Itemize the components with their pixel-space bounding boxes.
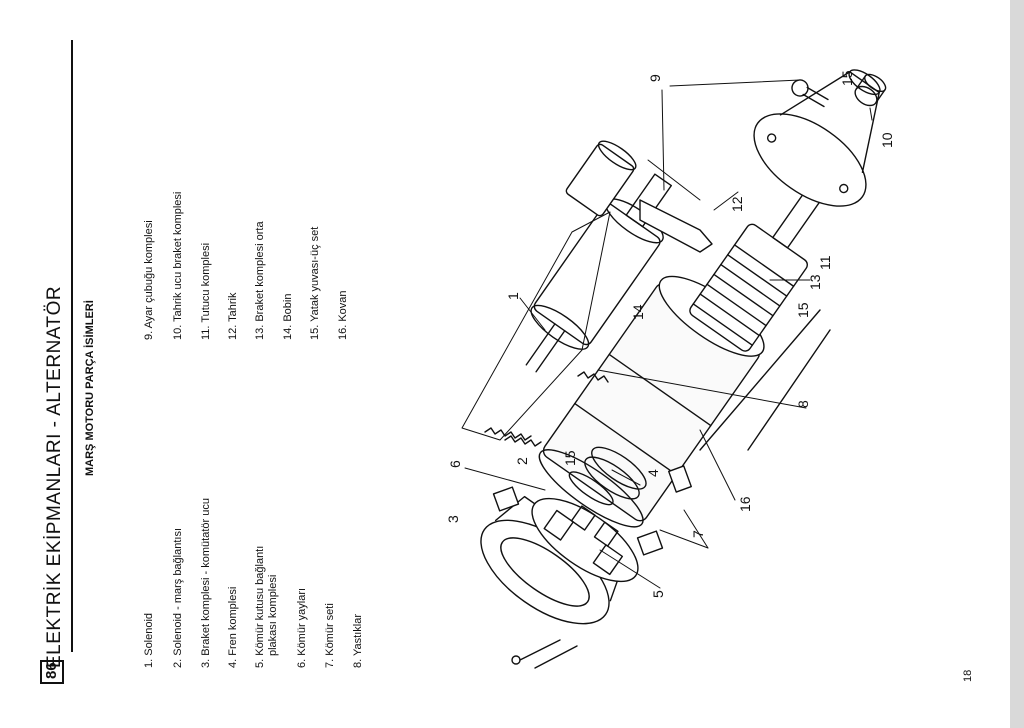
callout-label: 4 bbox=[645, 469, 661, 477]
screws bbox=[511, 639, 578, 669]
callout-label: 10 bbox=[879, 132, 895, 148]
footer-page-number: 18 bbox=[962, 669, 974, 682]
callout-labels: 1 2 3 4 5 6 7 8 9 10 11 12 13 14 15 15 1… bbox=[445, 70, 895, 598]
drive-lever bbox=[639, 199, 713, 253]
drive-end-bracket bbox=[753, 69, 881, 207]
page-edge bbox=[1010, 0, 1024, 728]
solenoid-parts-box bbox=[461, 211, 611, 441]
callout-label: 5 bbox=[650, 590, 666, 598]
callout-label: 3 bbox=[445, 515, 461, 523]
armature bbox=[689, 179, 829, 352]
brake-assembly bbox=[584, 446, 647, 500]
callout-label: 7 bbox=[690, 530, 706, 538]
callout-label: 15 bbox=[562, 450, 578, 466]
brushes bbox=[492, 465, 692, 556]
callout-label: 11 bbox=[817, 255, 833, 270]
callout-label: 14 bbox=[630, 304, 646, 320]
callout-label: 15 bbox=[839, 70, 855, 86]
callout-label: 9 bbox=[647, 74, 663, 82]
callout-label: 6 bbox=[447, 460, 463, 468]
solenoid-plunger bbox=[565, 140, 637, 217]
callout-label: 12 bbox=[729, 196, 745, 212]
callout-label: 2 bbox=[514, 457, 530, 465]
through-bolts bbox=[699, 309, 831, 451]
springs bbox=[484, 371, 609, 447]
title-rule bbox=[71, 40, 73, 652]
adjuster-bolt bbox=[791, 79, 829, 108]
callout-label: 1 bbox=[505, 292, 521, 300]
brush-plate bbox=[531, 497, 639, 583]
callout-label: 8 bbox=[795, 400, 811, 408]
callout-leaders bbox=[464, 79, 873, 589]
callout-label: 15 bbox=[795, 302, 811, 318]
callout-label: 16 bbox=[737, 496, 753, 512]
bushing bbox=[854, 73, 887, 107]
callout-label: 13 bbox=[807, 274, 823, 290]
